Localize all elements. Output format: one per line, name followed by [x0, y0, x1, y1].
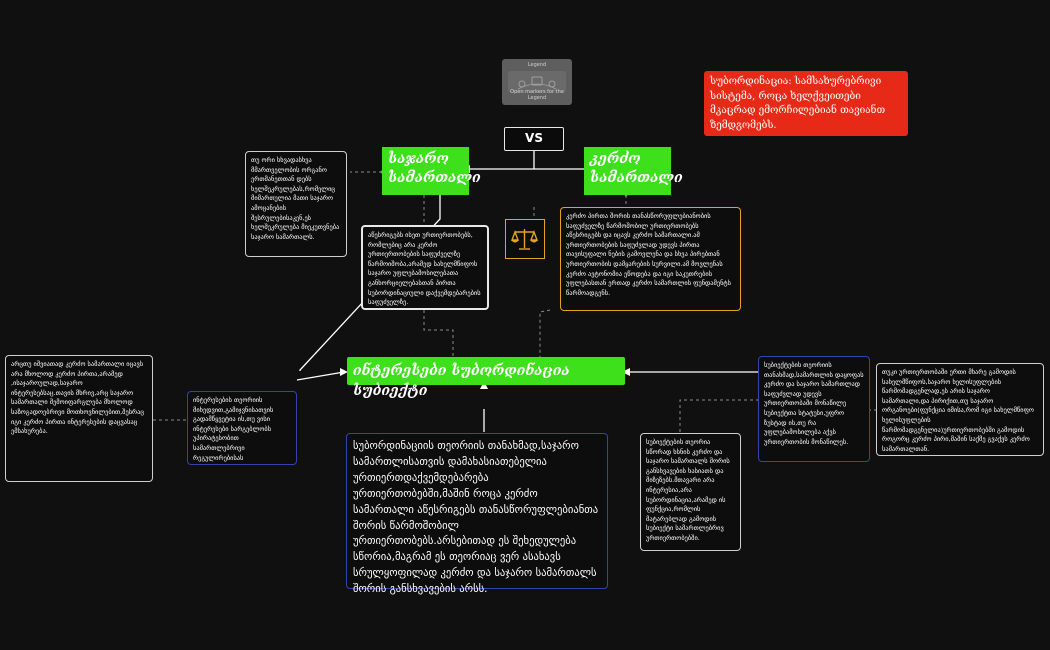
legend-panel[interactable]: Legend Open markers for the Legend — [502, 59, 572, 105]
public-law-description[interactable]: აწესრიგებს ისეთ ურთიერთობებს, რომლებიც ა… — [361, 225, 489, 310]
vs-node[interactable]: VS — [504, 127, 564, 151]
public-law-node[interactable]: საჯარო სამართალი — [382, 147, 481, 195]
private-law-description[interactable]: კერძო პირთა შორის თანასწორუფლებიანობის ს… — [560, 207, 741, 311]
interests-theory-left-note[interactable]: არცთუ იშვიათად კერძო სამართალი იცავს არა… — [5, 355, 153, 482]
public-law-side-note[interactable]: თუ ორი სხვადასხვა მმართველობის ორგანო ერ… — [245, 151, 347, 257]
legend-markers — [508, 71, 566, 93]
subordination-definition-note[interactable]: სუბორდინაცია: სამსახურებრივი სისტემა, რო… — [704, 71, 908, 136]
subject-theory-note[interactable]: სუბიექტების თეორიის თანახმად,სამართლის დ… — [758, 356, 870, 462]
private-law-node[interactable]: კერძო სამართალი — [584, 147, 683, 195]
interests-theory-note[interactable]: ინტერესების თეორიის მიხედვით,გამიჯვნისათ… — [187, 391, 297, 465]
legend-marker-icons — [517, 76, 557, 90]
subordination-theory-note[interactable]: სუბორდინაციის თეორიის თანახმად,საჯარო სა… — [346, 433, 608, 595]
scales-of-justice-icon — [505, 219, 545, 259]
legend-footer: Open markers for the Legend — [510, 89, 564, 101]
subject-theory-right-note[interactable]: თუკი ურთიერთობაში ერთი მხარე გამოდის სახ… — [876, 363, 1044, 456]
subject-theory-inner-note[interactable]: სუბიექტების თეორია სწორად ხსნის კერძო და… — [640, 433, 741, 551]
central-topic-node[interactable]: ინტერესები სუბორდინაცია სუბიექტი — [347, 357, 625, 399]
legend-title: Legend — [527, 62, 547, 68]
